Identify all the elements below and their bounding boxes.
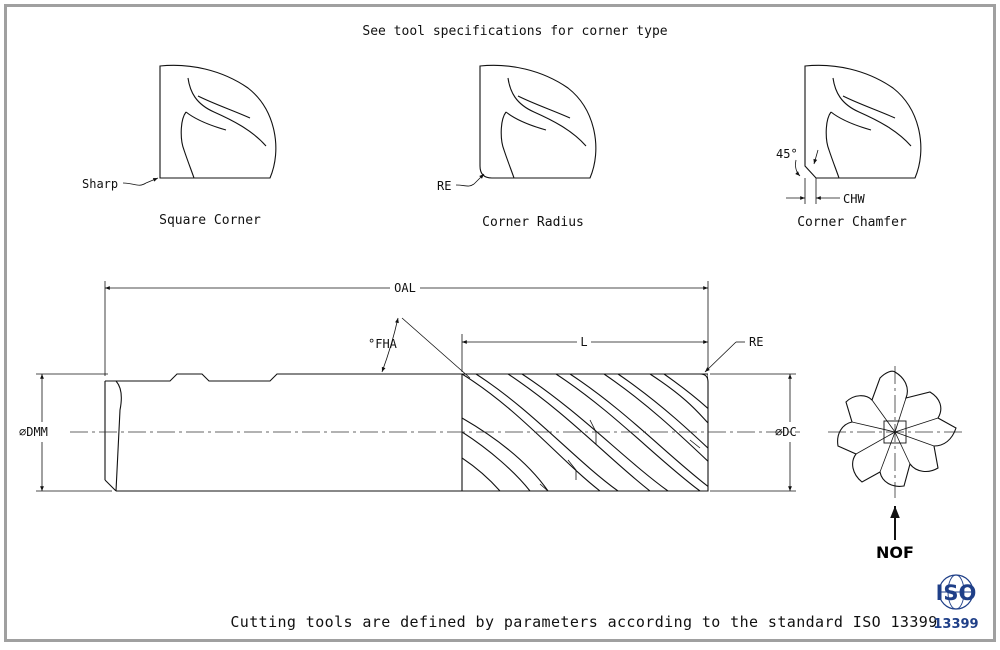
logo-text-bottom: 13399 bbox=[933, 617, 978, 632]
chamfer-angle-callout: 45° bbox=[776, 147, 798, 161]
chw-callout: CHW bbox=[843, 192, 865, 206]
dimension-lines: OAL L RE °FHA ⌀DMM ⌀DC bbox=[19, 281, 797, 492]
nof-label: NOF bbox=[876, 543, 914, 562]
logo-text-top: ISO bbox=[936, 581, 977, 605]
oal-label: OAL bbox=[394, 281, 416, 295]
dmm-label: ⌀DMM bbox=[19, 425, 48, 439]
footer-note: Cutting tools are defined by parameters … bbox=[230, 613, 937, 631]
re-callout: RE bbox=[437, 179, 451, 193]
drawing-frame bbox=[4, 4, 996, 642]
l-label: L bbox=[580, 335, 587, 349]
square-corner-label: Square Corner bbox=[159, 213, 261, 228]
dc-label: ⌀DC bbox=[775, 425, 797, 439]
corner-radius-label: Corner Radius bbox=[482, 215, 584, 230]
end-mill-side-view bbox=[70, 373, 800, 492]
fha-label: °FHA bbox=[368, 337, 398, 351]
header-note: See tool specifications for corner type bbox=[362, 24, 667, 39]
iso-13399-logo: ISO 13399 bbox=[933, 574, 979, 632]
re-dimension-label: RE bbox=[749, 335, 763, 349]
corner-radius-detail: RE Corner Radius bbox=[437, 64, 597, 230]
square-corner-detail: Sharp Square Corner bbox=[82, 64, 277, 228]
end-view: NOF bbox=[828, 366, 962, 562]
sharp-callout: Sharp bbox=[82, 177, 118, 191]
corner-chamfer-label: Corner Chamfer bbox=[797, 215, 907, 230]
corner-chamfer-detail: 45° CHW Corner Chamfer bbox=[776, 64, 922, 230]
